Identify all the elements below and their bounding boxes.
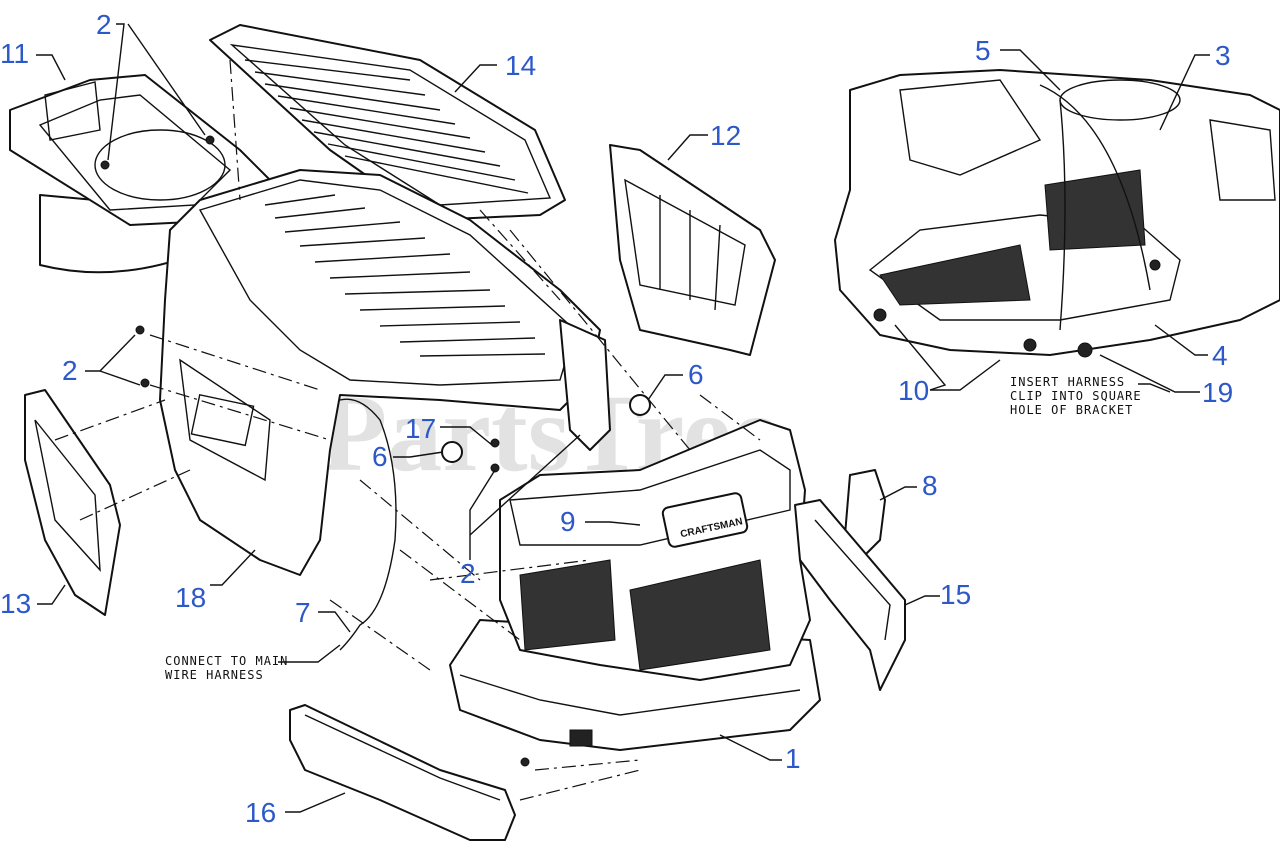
callout-12: 12 [710,120,741,151]
callout-14: 14 [505,50,536,81]
hood-vents [264,194,546,357]
louver-slats [244,59,529,194]
fastener-17 [490,438,500,448]
part-13-left-panel [24,389,121,616]
screw-2-center [490,463,500,473]
callout-1: 1 [785,743,801,774]
callout-4: 4 [1212,340,1228,371]
callout-18: 18 [175,582,206,613]
screw-2-left-lower [140,378,150,388]
screw-2-top-left [100,160,110,170]
callout-7: 7 [295,597,311,628]
callout-19: 19 [1202,377,1233,408]
callout-6-right: 6 [688,359,704,390]
callout-16: 16 [245,797,276,828]
callout-17: 17 [405,413,436,444]
insert-note-line-2: CLIP INTO SQUARE [1010,389,1142,403]
insert-harness-note: INSERT HARNESS CLIP INTO SQUARE HOLE OF … [1010,375,1142,417]
wire-harness [339,398,397,651]
callout-6-left: 6 [372,441,388,472]
light-6-left [441,441,463,463]
screw-2-top-right [205,135,215,145]
screw-2-left-upper [135,325,145,335]
connect-note-line-2: WIRE HARNESS [165,668,264,682]
light-6-right [629,394,651,416]
part-14-louver-panel [209,24,566,221]
callout-2-center: 2 [460,558,476,589]
part-11-tray [9,74,271,274]
leader-lines [36,23,1210,813]
callout-8: 8 [922,470,938,501]
connect-harness-note: CONNECT TO MAIN WIRE HARNESS [165,654,288,682]
insert-note-line-1: INSERT HARNESS [1010,375,1125,389]
callout-numbers: 11 2 14 12 5 3 4 2 6 10 19 17 6 8 9 2 15… [0,9,1233,828]
assembly-lines [54,59,761,801]
connect-note-line-1: CONNECT TO MAIN [165,654,288,668]
callout-2-left: 2 [62,355,78,386]
inset-assembled-view [834,69,1280,358]
part-15-side-trim [794,499,906,691]
callout-15: 15 [940,579,971,610]
callout-2-top: 2 [96,9,112,40]
part-16-bumper-strip [289,704,516,841]
callout-10: 10 [898,375,929,406]
part-18-hood [159,169,611,576]
callout-13: 13 [0,588,31,619]
callout-5: 5 [975,35,991,66]
insert-note-line-3: HOLE OF BRACKET [1010,403,1133,417]
part-9-grille: CRAFTSMAN [499,419,811,681]
part-12-side-panel [609,144,776,356]
callout-9: 9 [560,506,576,537]
callout-3: 3 [1215,40,1231,71]
callout-11: 11 [0,38,29,69]
screw-1-bottom [520,757,530,767]
